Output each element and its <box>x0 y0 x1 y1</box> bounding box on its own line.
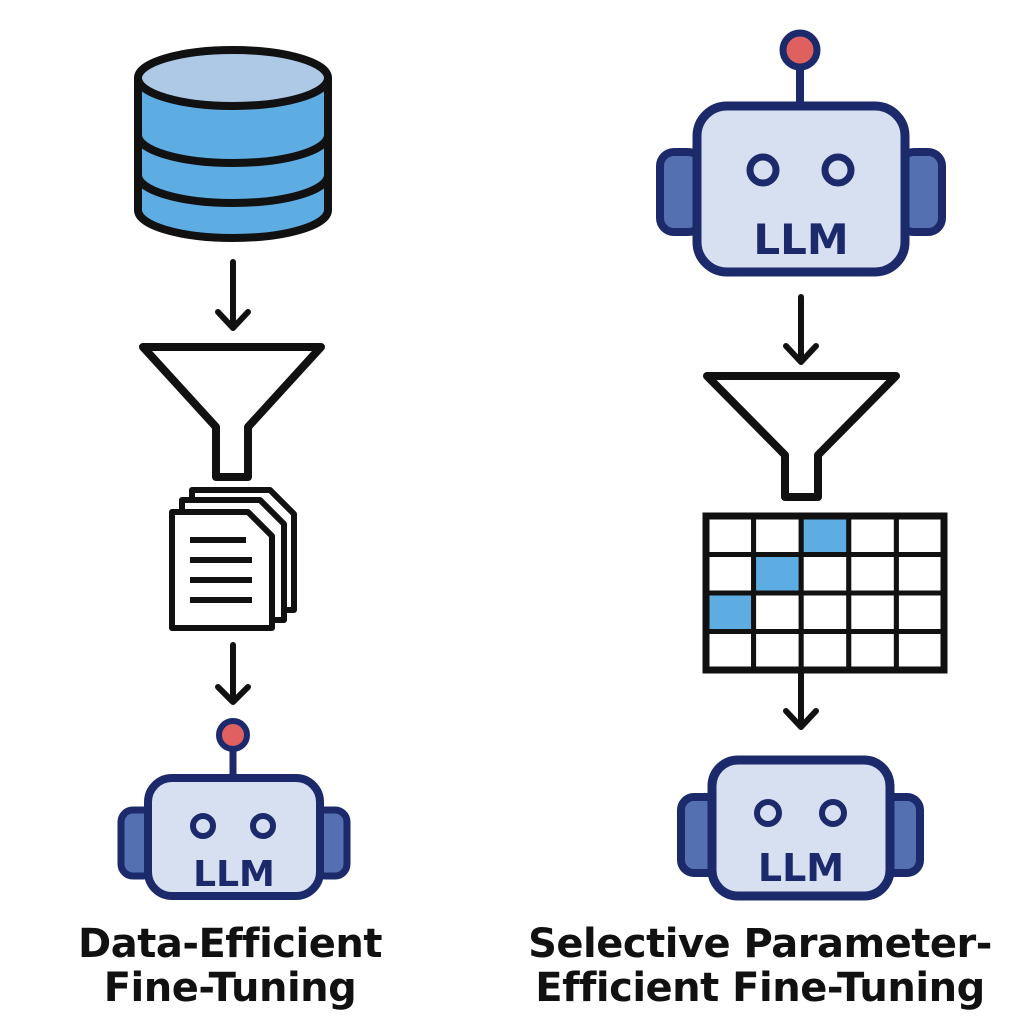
grid-cell-selected <box>751 552 804 596</box>
caption-selective-parameter-efficient-fine-tuning: Selective Parameter- Efficient Fine-Tuni… <box>500 922 1020 1010</box>
grid-cell <box>893 590 947 634</box>
grid-cell-selected <box>703 590 757 634</box>
robot-eye-left <box>190 813 216 839</box>
robot-llm-label: LLM <box>753 215 848 264</box>
grid-cell <box>893 629 947 673</box>
robot-eye-right <box>819 799 847 827</box>
grid-cell <box>798 629 852 673</box>
grid-cell <box>751 590 804 634</box>
right-pipeline: LLM LLM <box>656 29 948 901</box>
antenna-bulb <box>779 29 821 71</box>
grid-cell <box>798 590 852 634</box>
grid-cell <box>846 590 899 634</box>
robot-eye-left <box>754 799 782 827</box>
robot-eye-left <box>746 153 780 187</box>
arrow-down-icon <box>783 294 819 365</box>
arrow-down-icon <box>215 259 251 331</box>
grid-cell <box>703 552 757 596</box>
robot-head <box>692 101 910 277</box>
grid-border <box>702 512 948 674</box>
grid-cell <box>846 552 899 596</box>
robot-llm-icon: LLM <box>656 29 946 277</box>
grid-cell <box>798 552 852 596</box>
robot-llm-label: LLM <box>758 846 844 890</box>
funnel-icon <box>703 372 900 501</box>
caption-line: Efficient Fine-Tuning <box>535 965 985 1011</box>
grid-cell <box>751 629 804 673</box>
left-pipeline: LLM <box>117 46 351 900</box>
caption-data-efficient-fine-tuning: Data-Efficient Fine-Tuning <box>40 922 420 1010</box>
grid-cell <box>703 513 757 557</box>
grid-cell-selected <box>798 513 852 557</box>
arrow-down-icon <box>215 642 251 705</box>
database-icon <box>134 46 332 242</box>
grid-cell <box>703 629 757 673</box>
caption-line: Selective Parameter- <box>528 921 992 967</box>
documents-icon <box>169 487 297 631</box>
grid-cell <box>846 629 899 673</box>
grid-cell <box>893 513 947 557</box>
robot-llm-icon: LLM <box>117 718 351 900</box>
grid-cell <box>893 552 947 596</box>
robot-llm-icon: LLM <box>677 755 924 901</box>
robot-eye-right <box>821 153 855 187</box>
antenna-bulb <box>216 718 250 752</box>
grid-cell <box>846 513 899 557</box>
caption-line: Fine-Tuning <box>103 965 357 1011</box>
grid-cell <box>751 513 804 557</box>
funnel-icon <box>139 343 325 481</box>
caption-line: Data-Efficient <box>78 921 382 967</box>
robot-eye-right <box>250 813 276 839</box>
robot-llm-label: LLM <box>193 854 275 895</box>
arrow-down-icon <box>783 669 819 730</box>
parameter-grid-icon <box>702 512 948 674</box>
robot-head <box>144 774 324 900</box>
robot-head <box>707 755 895 901</box>
